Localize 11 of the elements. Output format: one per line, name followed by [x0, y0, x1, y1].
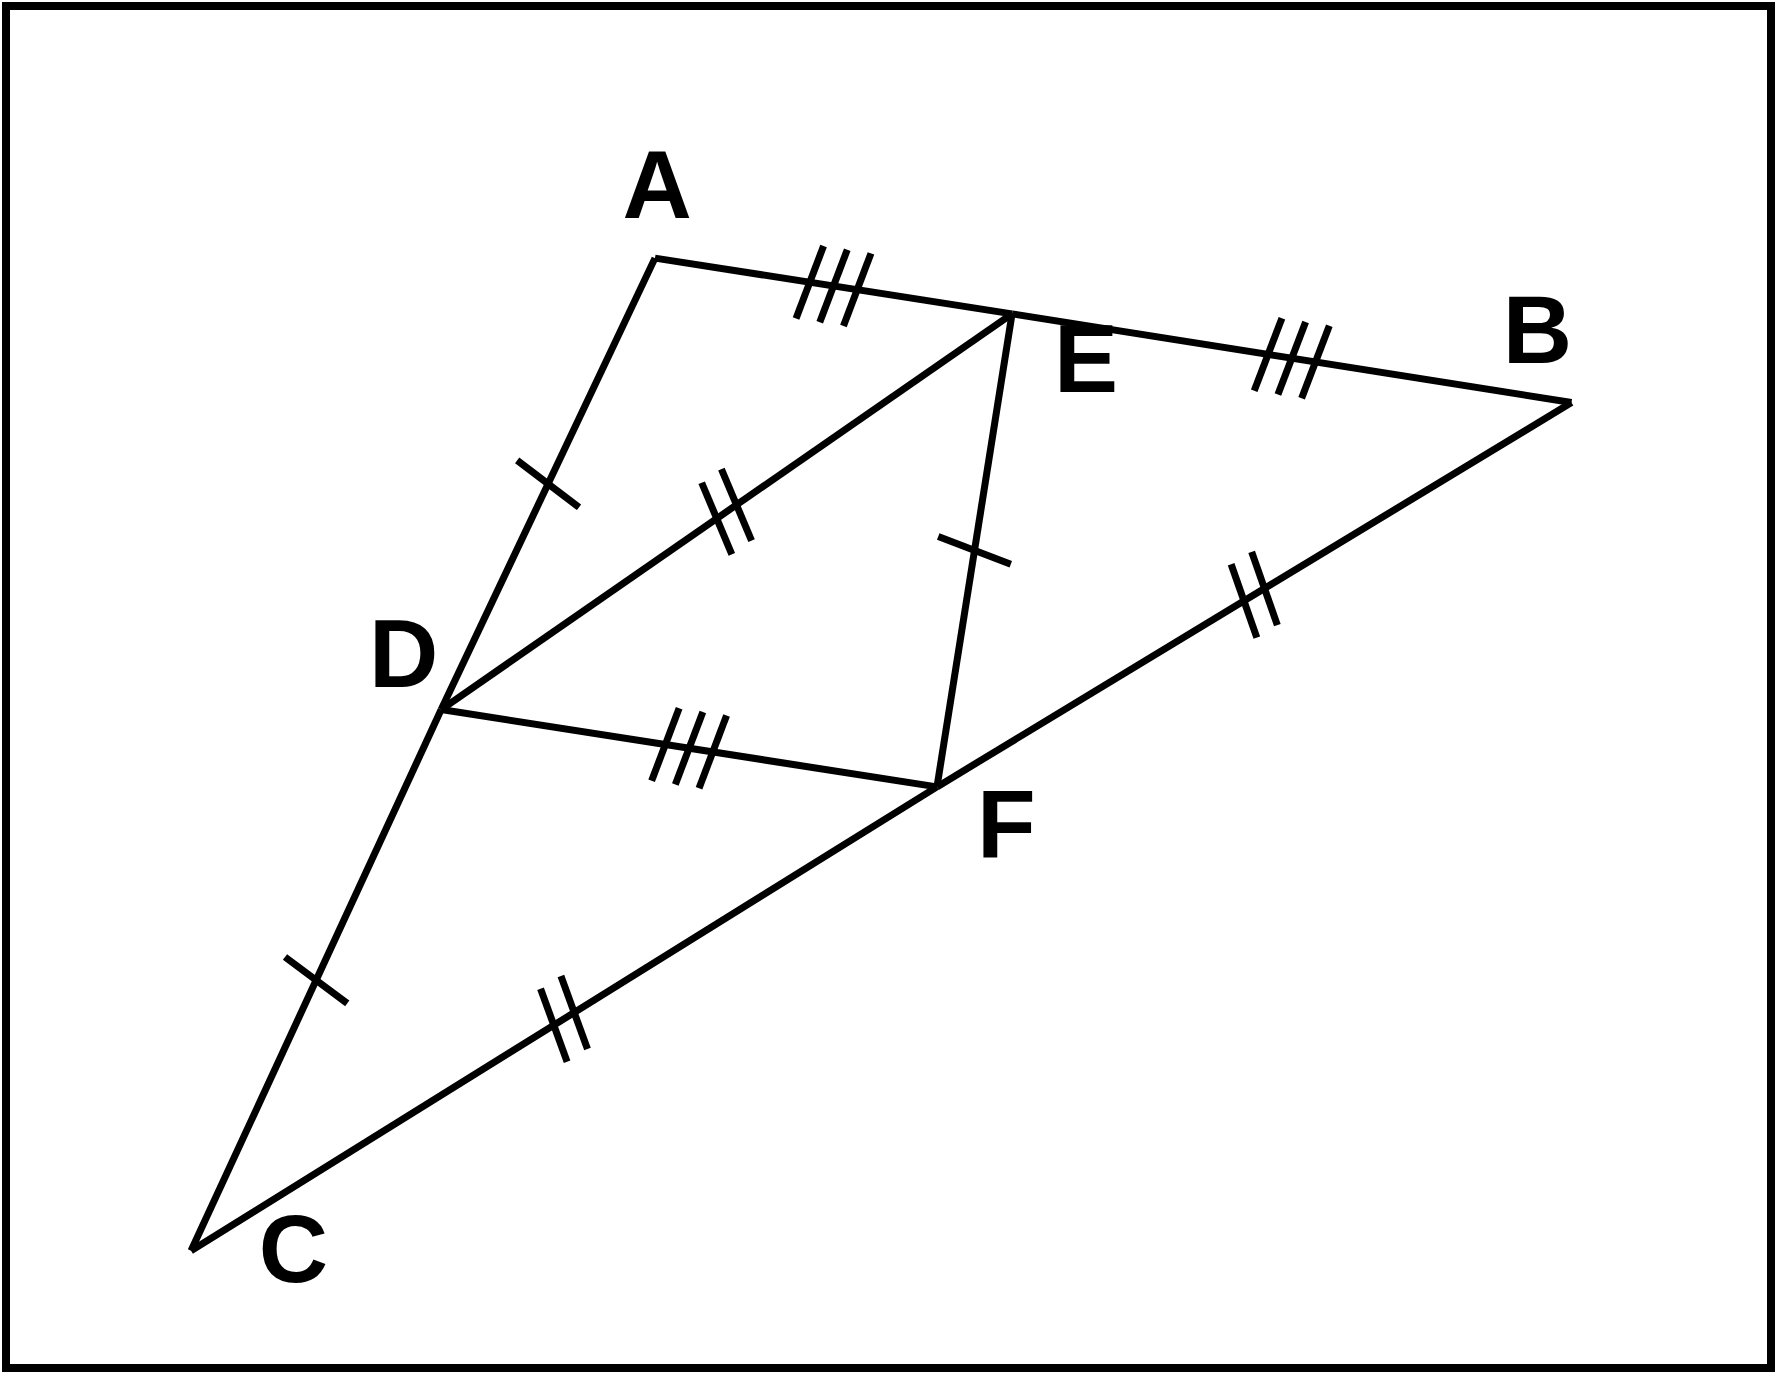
vertex-label: A [622, 137, 692, 234]
vertex-label: D [369, 605, 439, 702]
line-segment [440, 706, 938, 791]
vertex-label: C [258, 1200, 329, 1297]
line-segment [187, 708, 445, 1253]
line-segment [1011, 310, 1573, 406]
line-segment [438, 256, 659, 712]
line-segment [935, 399, 1574, 790]
vertex-label: F [977, 776, 1036, 873]
line-segment [654, 254, 1013, 318]
vertex-label: B [1502, 281, 1573, 378]
